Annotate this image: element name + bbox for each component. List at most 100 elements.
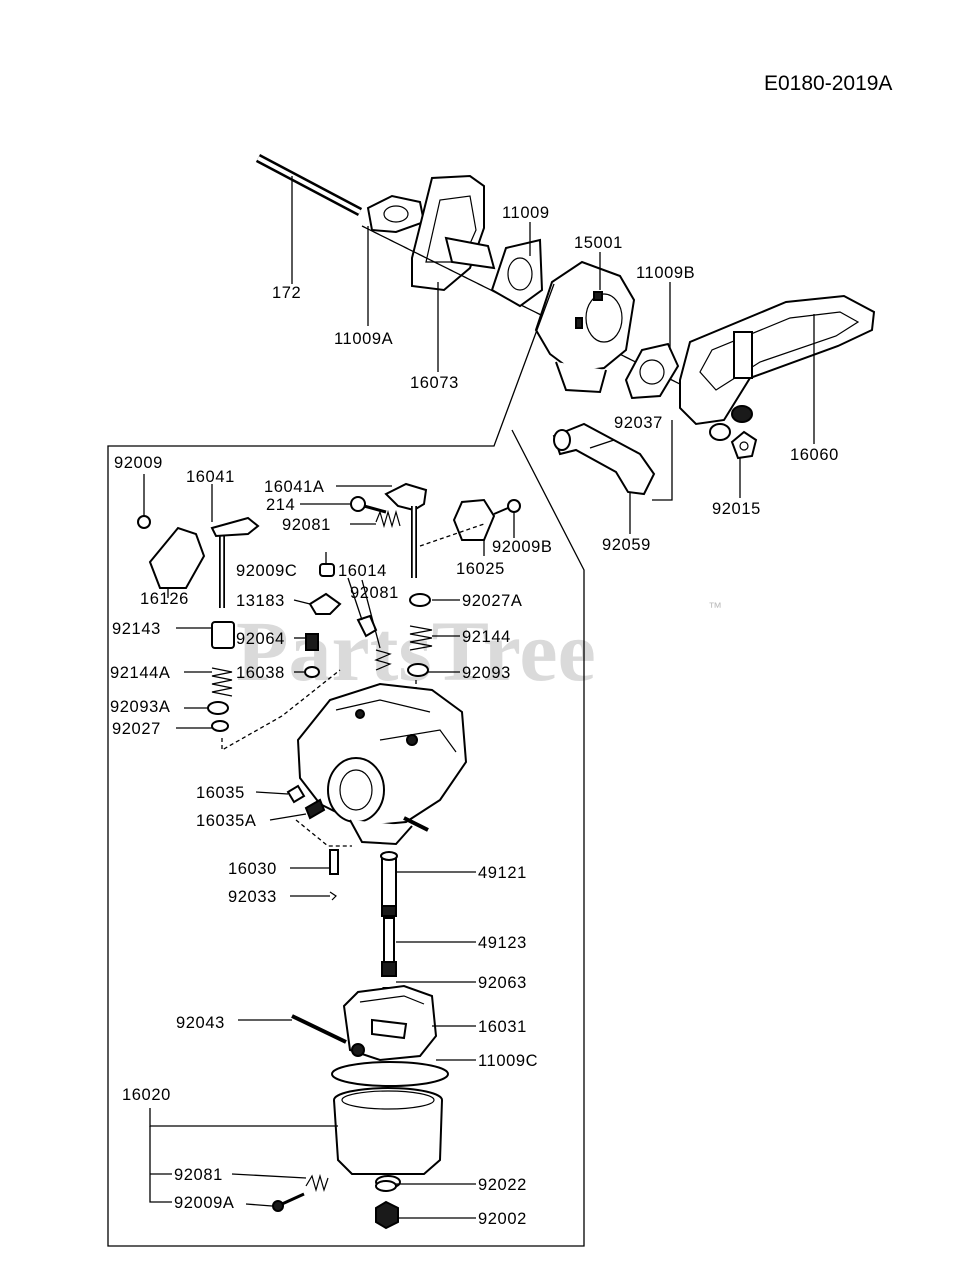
plate-16126[interactable]: [148, 526, 206, 589]
label-16060: 16060: [790, 446, 839, 464]
gasket-11009C[interactable]: [331, 1061, 449, 1087]
label-172: 172: [272, 284, 301, 302]
leader-16035A: [269, 813, 307, 821]
clip-92033[interactable]: [329, 891, 337, 901]
label-92037: 92037: [614, 414, 663, 432]
hose-clamp-92037[interactable]: [553, 429, 571, 451]
watermark: PartsTree: [236, 603, 596, 699]
label-16031: 16031: [478, 1018, 527, 1036]
spring-92081-mid[interactable]: [374, 649, 392, 671]
insulator-16073[interactable]: [411, 174, 485, 292]
label-11009C: 11009C: [478, 1052, 538, 1070]
label-15001: 15001: [574, 234, 623, 252]
jet-49123[interactable]: [381, 905, 397, 965]
leader-92037: [589, 439, 615, 449]
gasket-11009[interactable]: [490, 238, 544, 308]
ring-92027A[interactable]: [409, 593, 431, 607]
washer-92022[interactable]: [375, 1180, 397, 1192]
label-16041A: 16041A: [264, 478, 325, 496]
label-92064: 92064: [236, 630, 285, 648]
label-92059: 92059: [602, 536, 651, 554]
gasket-11009B[interactable]: [624, 342, 680, 400]
leader-13183: [293, 599, 311, 605]
label-92143: 92143: [112, 620, 161, 638]
carburetor-body[interactable]: [296, 682, 468, 846]
bolt-92002[interactable]: [375, 1200, 399, 1230]
hose-92059[interactable]: [552, 422, 656, 496]
label-13183: 13183: [236, 592, 285, 610]
spring-92081-upper[interactable]: [375, 509, 401, 529]
screw-16035A[interactable]: [304, 798, 326, 820]
label-92027: 92027: [112, 720, 161, 738]
label-16030: 16030: [228, 860, 277, 878]
nut-92015[interactable]: [730, 430, 758, 460]
spring-92081-lower[interactable]: [305, 1173, 329, 1193]
gasket-11009A[interactable]: [366, 194, 426, 234]
choke-shaft-16041[interactable]: [210, 516, 260, 608]
label-16038: 16038: [236, 664, 285, 682]
float-16031[interactable]: [342, 984, 438, 1062]
label-92009A: 92009A: [174, 1194, 235, 1212]
throttle-lever-16041A[interactable]: [384, 482, 428, 578]
nozzle-49121[interactable]: [380, 851, 398, 907]
ring-92027[interactable]: [211, 720, 229, 732]
label-92009B: 92009B: [492, 538, 553, 556]
pin-16030[interactable]: [329, 849, 339, 875]
label-16073: 16073: [410, 374, 459, 392]
gasket-11009-hole: [507, 257, 533, 291]
label-92022: 92022: [478, 1176, 527, 1194]
label-92027A: 92027A: [462, 592, 523, 610]
label-92009C: 92009C: [236, 562, 297, 580]
label-16041: 16041: [186, 468, 235, 486]
screw-92009C[interactable]: [319, 563, 335, 577]
label-92043: 92043: [176, 1014, 225, 1032]
float-bowl-16020[interactable]: [333, 1087, 443, 1189]
pilot-screw-16014[interactable]: [356, 614, 378, 638]
label-11009: 11009: [502, 204, 550, 222]
label-11009A: 11009A: [334, 330, 393, 348]
oring-16038[interactable]: [304, 666, 320, 678]
screw-92009[interactable]: [137, 515, 151, 529]
screw-92009A[interactable]: [272, 1192, 305, 1212]
washer-92093A[interactable]: [207, 701, 229, 715]
gasket-11009B-hole: [639, 359, 665, 385]
screw-axis: [295, 819, 352, 847]
air-cleaner-base-16060[interactable]: [679, 294, 876, 441]
gasket-11009A-hole: [383, 205, 409, 223]
stud-172[interactable]: [255, 154, 363, 216]
label-214: 214: [266, 496, 295, 514]
label-16025: 16025: [456, 560, 505, 578]
label-92144: 92144: [462, 628, 511, 646]
insulator-16073-spigot: [444, 236, 496, 270]
bolt-214[interactable]: [350, 496, 387, 514]
trademark-symbol: ™: [708, 599, 722, 615]
diagram-code: E0180-2019A: [764, 72, 892, 95]
label-92093: 92093: [462, 664, 511, 682]
label-92033: 92033: [228, 888, 277, 906]
label-49121: 49121: [478, 864, 527, 882]
label-92093A: 92093A: [110, 698, 171, 716]
label-16014: 16014: [338, 562, 387, 580]
label-92002: 92002: [478, 1210, 527, 1228]
screw-16035[interactable]: [286, 784, 306, 804]
screw-92009B[interactable]: [493, 499, 521, 515]
label-92081-upper: 92081: [282, 516, 331, 534]
bush-92143[interactable]: [211, 621, 235, 649]
label-92015: 92015: [712, 500, 761, 518]
jet-92064[interactable]: [305, 633, 319, 651]
spring-92144A[interactable]: [211, 667, 233, 697]
label-16020: 16020: [122, 1086, 171, 1104]
leader-92081-mid: [361, 579, 381, 649]
carburetor-15001[interactable]: [534, 260, 636, 394]
plate-16025[interactable]: [452, 498, 496, 541]
plate-13183[interactable]: [308, 592, 342, 615]
washer-92093[interactable]: [407, 663, 429, 677]
label-92063: 92063: [478, 974, 527, 992]
label-11009B: 11009B: [636, 264, 695, 282]
label-16126: 16126: [140, 590, 189, 608]
label-16035: 16035: [196, 784, 245, 802]
leader-hose-bracket: [652, 420, 673, 501]
pin-92043[interactable]: [291, 1014, 347, 1044]
spring-92144[interactable]: [409, 625, 433, 651]
